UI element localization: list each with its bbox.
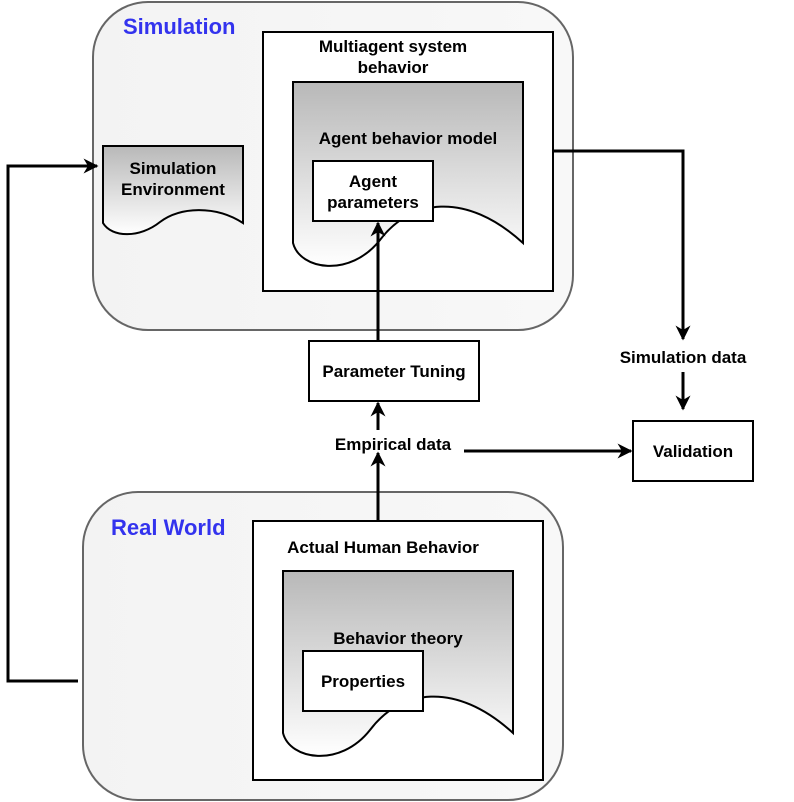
simulation-environment-line1: Simulation (130, 159, 217, 178)
parameter-tuning-box: Parameter Tuning (308, 340, 480, 402)
validation-box: Validation (632, 420, 754, 482)
simulation-environment-doc: Simulation Environment (102, 145, 244, 236)
properties-label: Properties (321, 672, 405, 691)
agent-parameters-line1: Agent (349, 172, 398, 191)
empirical-data-label: Empirical data (335, 435, 452, 454)
agent-parameters-line2: parameters (327, 193, 419, 212)
multiagent-label-line1: Multiagent system (319, 37, 467, 56)
validation-label: Validation (653, 442, 733, 461)
simulation-environment-line2: Environment (121, 180, 225, 199)
real-world-to-sim-env-arrow (6, 158, 99, 683)
simulation-title: Simulation (123, 14, 235, 39)
parameter-tuning-label: Parameter Tuning (322, 362, 465, 381)
real-world-title: Real World (111, 515, 226, 540)
agent-parameters-box: Agent parameters (312, 160, 434, 222)
properties-box: Properties (302, 650, 424, 712)
connectors (6, 149, 691, 683)
multiagent-to-simulation-data-arrow (553, 149, 691, 341)
simulation-data-label: Simulation data (620, 348, 747, 367)
multiagent-label-line2: behavior (358, 58, 429, 77)
actual-human-behavior-label: Actual Human Behavior (287, 538, 479, 557)
agent-behavior-model-label: Agent behavior model (319, 129, 498, 148)
behavior-theory-label: Behavior theory (333, 629, 463, 648)
